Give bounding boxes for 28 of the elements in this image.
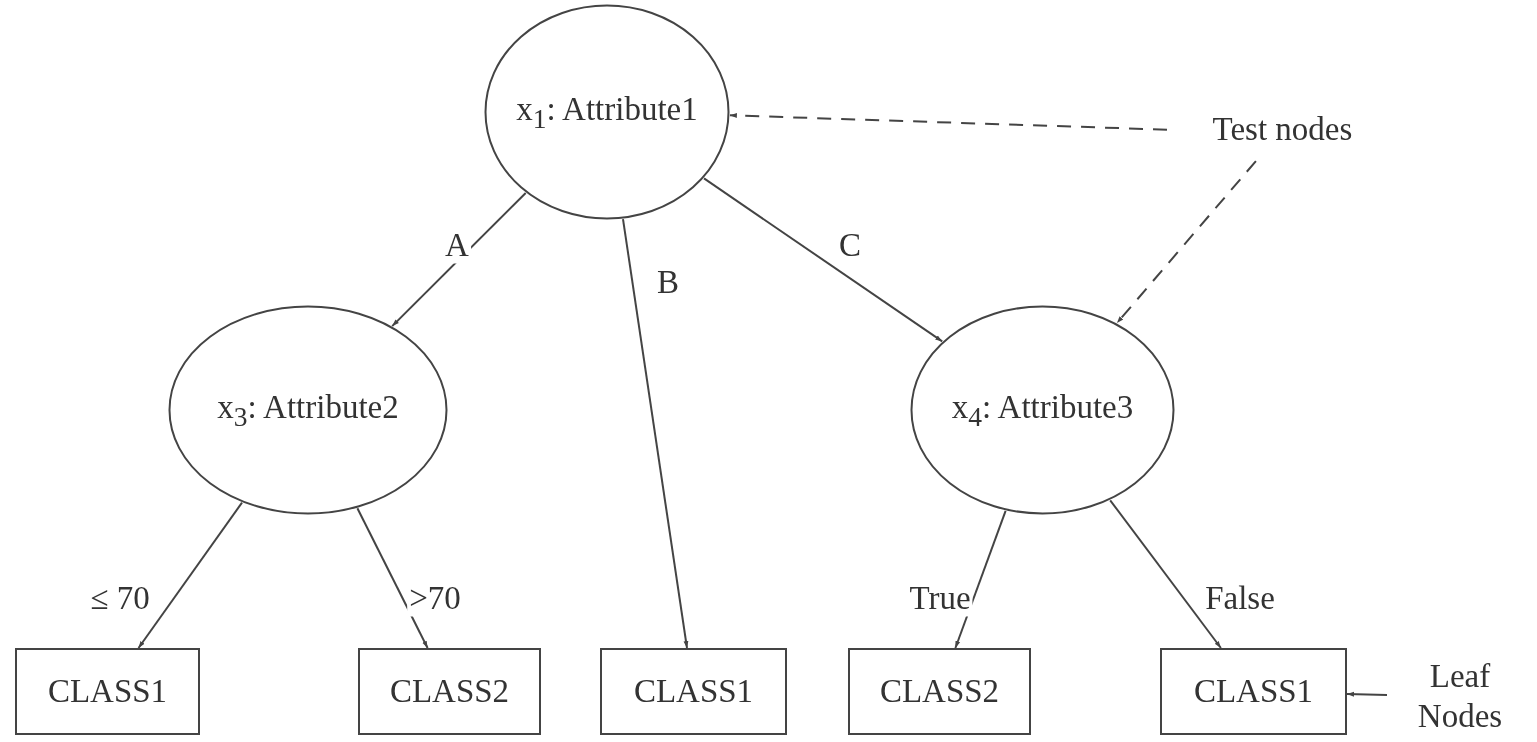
node-text: Test nodes [1212,110,1353,150]
node-text: CLASS2 [389,671,510,711]
test-node-ellipse [910,305,1175,515]
arrow [391,192,527,328]
arrow [356,507,429,649]
node-text: CLASS1 [47,671,168,711]
node-text: CLASS1 [1193,671,1314,711]
arrow [1346,691,1388,697]
dashed-arrow [1115,160,1257,325]
arrow [137,501,243,649]
leaf-node-box [1160,648,1347,735]
arrow [622,218,689,649]
node-text: x$_{1}$: Attribute1 [515,89,699,135]
test-node-ellipse [484,4,730,220]
arrow [954,509,1007,649]
node-text: x$_{3}$: Attribute2 [216,387,400,433]
dashed-arrow [728,113,1168,131]
leaf-node-box [600,648,787,735]
node-text: CLASS2 [879,671,1000,711]
arrow [703,177,944,343]
leaf-node-box [358,648,541,735]
node-text: CLASS1 [633,671,754,711]
node-text: Leaf Nodes [1416,657,1504,736]
leaf-node-box [848,648,1031,735]
test-node-ellipse [168,305,448,515]
node-text: x$_{4}$: Attribute3 [950,387,1135,433]
arrow [1109,499,1222,649]
leaf-node-box [15,648,200,735]
